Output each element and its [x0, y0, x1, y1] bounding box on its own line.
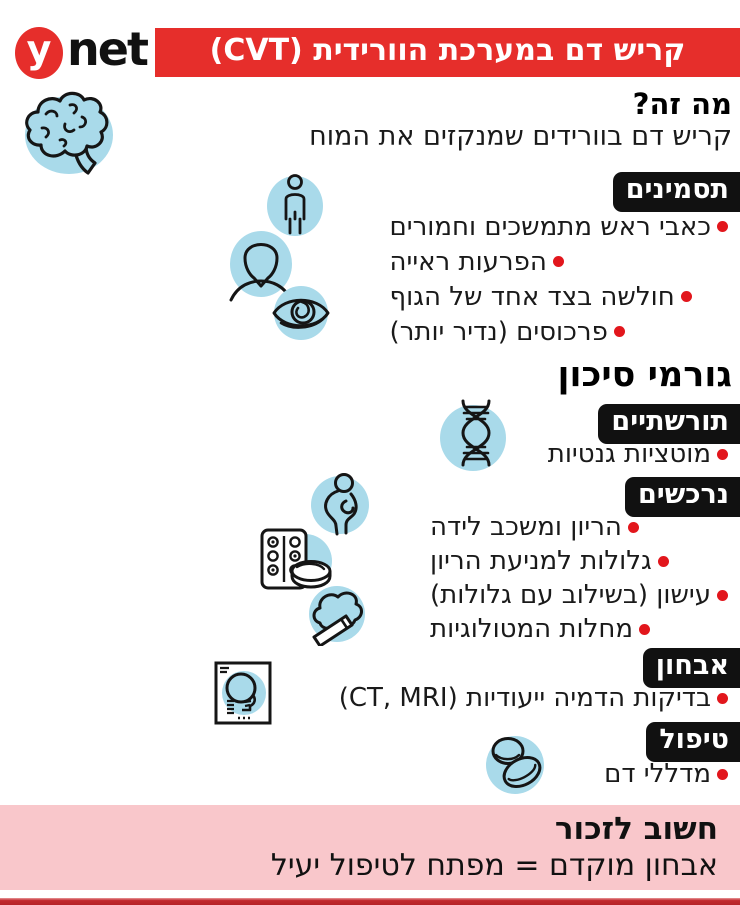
list-item: עישון (בשילוב עם גלולות) — [430, 578, 728, 612]
diagnosis-list: בדיקות הדמיה ייעודיות (CT, MRI) — [339, 682, 728, 714]
treatment-list: מדללי דם — [604, 758, 728, 790]
bullet-icon — [717, 448, 728, 460]
person-icon — [264, 173, 326, 241]
acquired-tag: נרכשים — [624, 477, 740, 518]
hereditary-tag: תורשתיים — [598, 404, 740, 445]
list-item: גלולות למניעת הריון — [430, 544, 669, 578]
what-body: קריש דם בוורידים שמנקזים את המוח — [309, 121, 732, 152]
hereditary-list: מוטציות גנטיות — [548, 438, 728, 470]
symptoms-tag: תסמינים — [612, 172, 740, 213]
bullet-icon — [717, 589, 728, 601]
list-item: הריון ומשכב לידה — [430, 510, 639, 544]
head-icon — [228, 228, 294, 306]
pill-blister-icon — [259, 527, 333, 597]
bullet-icon — [657, 555, 669, 567]
list-item: פרכוסים (נדיר יותר) — [390, 314, 625, 349]
page-title: קריש דם במערכת הוורידית (CVT) — [209, 33, 686, 68]
list-item: מדללי דם — [604, 758, 728, 790]
footer-body: אבחון מוקדם = מפתח לטיפול יעיל — [270, 848, 718, 883]
bullet-icon — [627, 521, 639, 533]
footer-banner: חשוב לזכור אבחון מוקדם = מפתח לטיפול יעי… — [0, 805, 740, 890]
bottom-red-bar — [0, 898, 740, 905]
eye-icon — [268, 284, 334, 346]
bullet-icon — [639, 623, 651, 635]
list-item: הפרעות ראייה — [390, 244, 564, 279]
list-item: מוטציות גנטיות — [548, 438, 728, 470]
bullet-icon — [613, 326, 625, 337]
pregnant-woman-icon — [309, 471, 371, 541]
risk-heading: גורמי סיכון — [557, 355, 733, 395]
dna-icon — [436, 397, 514, 475]
skull-xray-icon — [214, 661, 272, 729]
what-heading: מה זה? — [632, 87, 732, 121]
brain-icon — [13, 83, 115, 179]
list-item: בדיקות הדמיה ייעודיות (CT, MRI) — [339, 682, 728, 714]
ynet-logo-icon: y — [15, 27, 63, 79]
list-item: כאבי ראש מתמשכים וחמורים — [390, 209, 728, 244]
bullet-icon — [680, 291, 692, 302]
smoking-icon — [305, 584, 369, 650]
diagnosis-tag: אבחון — [642, 648, 740, 689]
list-item: חולשה בצד אחד של הגוף — [390, 279, 692, 314]
title-banner: קריש דם במערכת הוורידית (CVT) — [155, 28, 740, 77]
bullet-icon — [717, 768, 728, 780]
bullet-icon — [552, 256, 564, 267]
acquired-list: הריון ומשכב לידה גלולות למניעת הריון עיש… — [430, 510, 728, 646]
treatment-tag: טיפול — [646, 722, 740, 763]
symptoms-list: כאבי ראש מתמשכים וחמורים הפרעות ראייה חו… — [390, 209, 728, 349]
bullet-icon — [717, 221, 728, 232]
ynet-logo-net: net — [67, 22, 149, 76]
list-item: מחלות המטולוגיות — [430, 612, 651, 646]
pills-icon — [482, 728, 548, 800]
ynet-logo-y: y — [26, 27, 52, 71]
footer-heading: חשוב לזכור — [554, 811, 718, 847]
bullet-icon — [717, 692, 728, 704]
